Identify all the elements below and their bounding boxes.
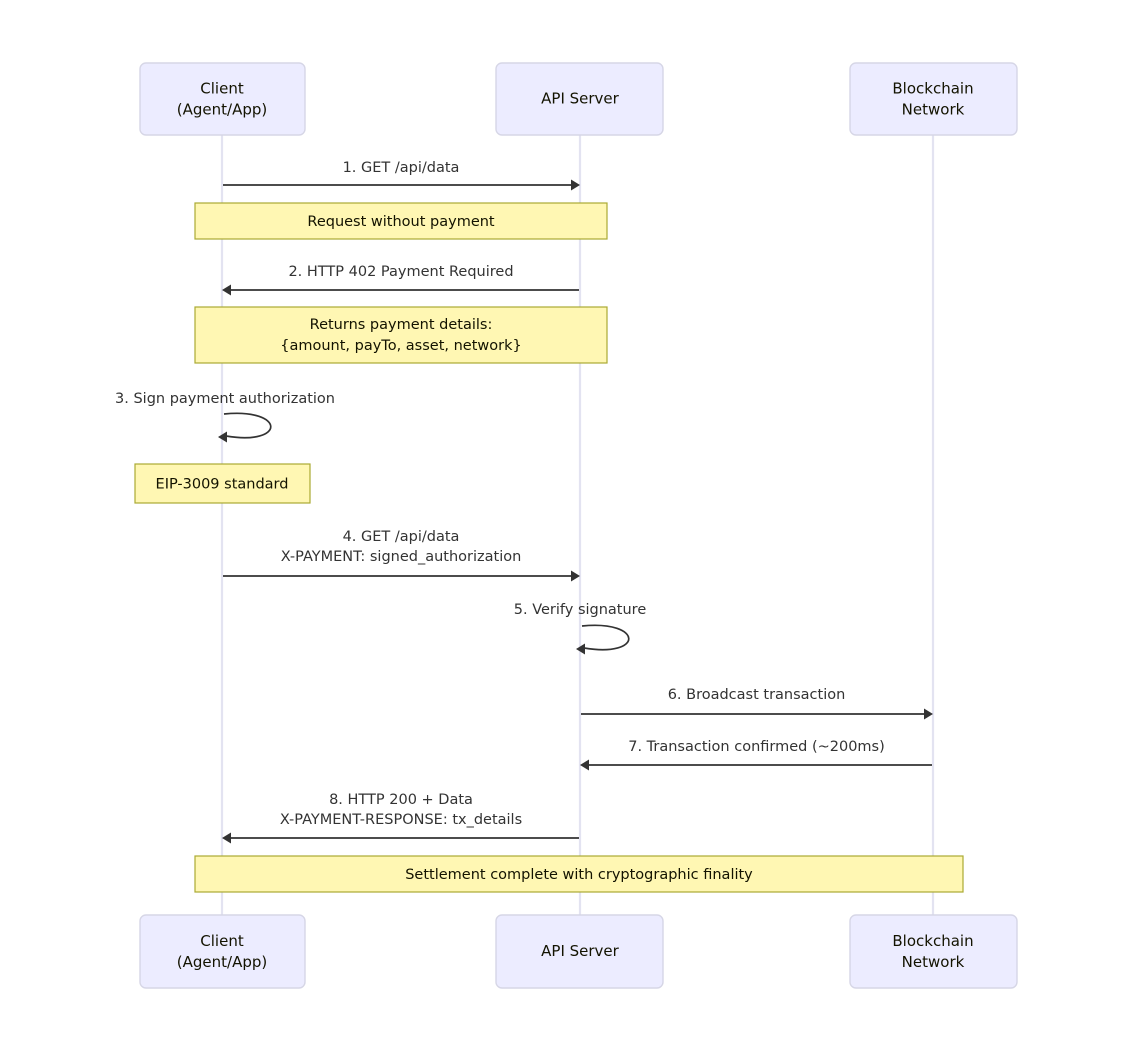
message-6-arrowhead	[924, 708, 933, 720]
message-3-arrowhead	[218, 431, 227, 443]
participant-api-bottom[interactable]: API Server	[495, 914, 664, 989]
note-eip-3009-standard: EIP-3009 standard	[134, 463, 311, 504]
participant-label-client-line2: (Agent/App)	[177, 953, 267, 971]
participant-box-blockchain	[849, 914, 1018, 989]
message-1-label-line1: 1. GET /api/data	[343, 160, 460, 176]
message-4-arrowhead	[571, 570, 580, 582]
note-request-without-payment-line1: Request without payment	[307, 214, 495, 230]
message-7-label-line1: 7. Transaction confirmed (~200ms)	[628, 739, 885, 755]
message-2-label-line1: 2. HTTP 402 Payment Required	[288, 264, 513, 280]
message-6: 6. Broadcast transaction	[581, 687, 933, 720]
message-3: 3. Sign payment authorization	[115, 391, 335, 443]
messages-group: 1. GET /api/data 2. HTTP 402 Payment Requ…	[115, 160, 933, 844]
message-5-self-loop	[581, 624, 630, 651]
message-5-arrowhead	[576, 643, 585, 655]
note-eip-3009-standard-line1: EIP-3009 standard	[156, 477, 289, 493]
message-1-arrowhead	[571, 179, 580, 191]
participant-label-blockchain-line2: Network	[902, 101, 965, 119]
note-settlement-complete-box	[194, 855, 964, 893]
participant-api-top[interactable]: API Server	[495, 62, 664, 136]
participant-label-api-line1: API Server	[541, 90, 620, 108]
message-8-label-line1: 8. HTTP 200 + Data	[329, 792, 473, 808]
note-request-without-payment-box	[194, 202, 608, 240]
message-2: 2. HTTP 402 Payment Required	[222, 264, 579, 296]
participant-label-client-line1: Client	[200, 932, 244, 950]
message-7: 7. Transaction confirmed (~200ms)	[580, 739, 932, 771]
actors-bottom-group: Client (Agent/App) API Server BlockchainNet…	[139, 914, 1018, 989]
actors-top-group: Client (Agent/App) API Server BlockchainNet…	[139, 62, 1018, 136]
message-5: 5. Verify signature	[514, 602, 647, 655]
message-8-label-line2: X-PAYMENT-RESPONSE: tx_details	[280, 812, 522, 828]
note-returns-payment-details: Returns payment details: {amount, payTo, …	[194, 306, 608, 364]
note-eip-3009-standard-box	[134, 463, 311, 504]
note-returns-payment-details-line2: {amount, payTo, asset, network}	[280, 338, 521, 354]
participant-box-api	[495, 914, 664, 989]
note-request-without-payment: Request without payment	[194, 202, 608, 240]
message-1: 1. GET /api/data	[223, 160, 580, 191]
message-3-self-loop	[223, 412, 272, 439]
message-8-arrowhead	[222, 832, 231, 844]
message-3-label-line1: 3. Sign payment authorization	[115, 391, 335, 407]
note-returns-payment-details-box	[194, 306, 608, 364]
participant-label-blockchain-line2: Network	[902, 953, 965, 971]
message-4-label-line2: X-PAYMENT: signed_authorization	[281, 549, 522, 565]
message-7-arrowhead	[580, 759, 589, 771]
participant-box-blockchain	[849, 62, 1018, 136]
message-6-label-line1: 6. Broadcast transaction	[668, 687, 846, 703]
participant-box-api	[495, 62, 664, 136]
participant-client-top[interactable]: Client (Agent/App)	[139, 62, 306, 136]
participant-label-blockchain-line1: Blockchain	[892, 932, 973, 950]
participant-box-client	[139, 62, 306, 136]
participant-label-blockchain-line1: Blockchain	[892, 80, 973, 98]
participant-client-bottom[interactable]: Client (Agent/App)	[139, 914, 306, 989]
message-4-label-line1: 4. GET /api/data	[343, 529, 460, 545]
note-settlement-complete-line1: Settlement complete with cryptographic f…	[405, 867, 753, 883]
note-settlement-complete: Settlement complete with cryptographic f…	[194, 855, 964, 893]
participant-label-api-line1: API Server	[541, 942, 620, 960]
note-returns-payment-details-line1: Returns payment details:	[310, 317, 493, 333]
message-5-label-line1: 5. Verify signature	[514, 602, 647, 618]
lifelines-group	[220, 135, 935, 915]
message-2-arrowhead	[222, 284, 231, 296]
participant-label-client-line1: Client	[200, 80, 244, 98]
participant-label-client-line2: (Agent/App)	[177, 101, 267, 119]
participant-box-client	[139, 914, 306, 989]
